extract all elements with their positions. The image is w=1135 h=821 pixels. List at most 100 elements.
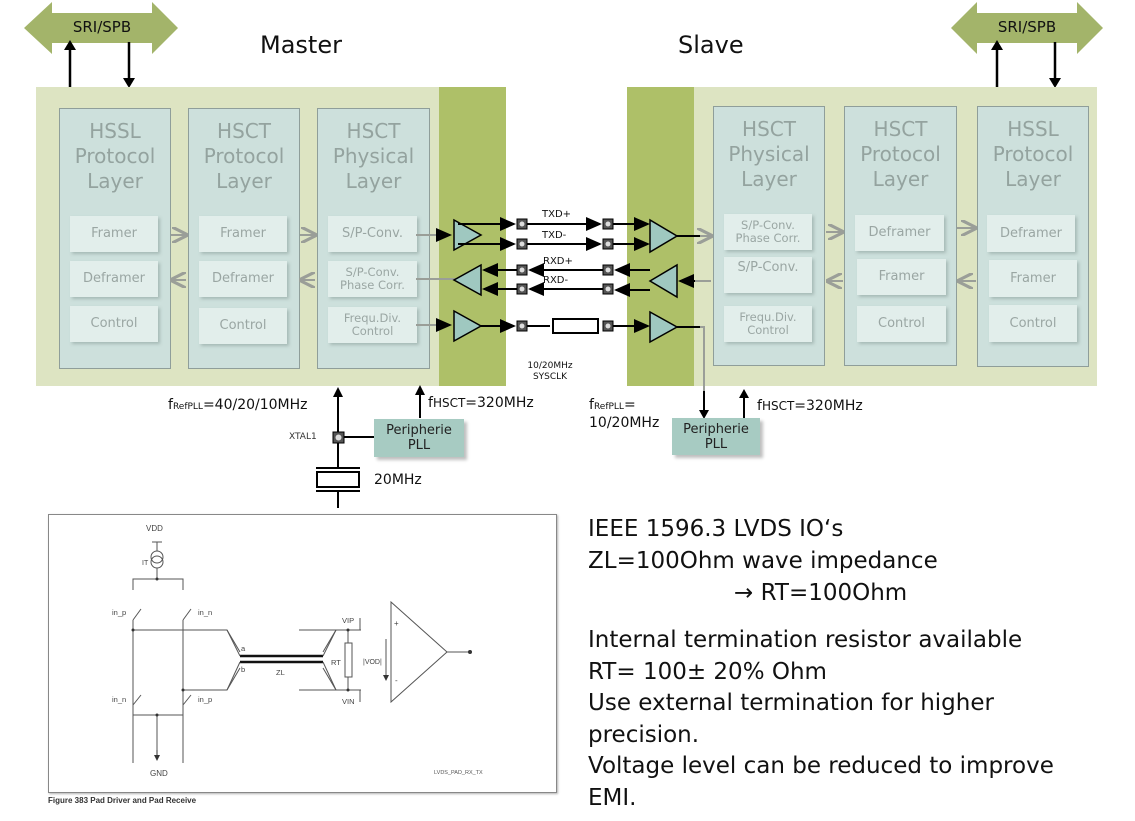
framer-block: Framer <box>199 216 287 252</box>
note-line: Voltage level can be reduced to improve <box>588 753 1054 779</box>
pad-icon <box>602 238 614 250</box>
clk-driver-master <box>453 309 483 343</box>
arrow-down-icon <box>383 675 389 681</box>
lvds-notes-2: Internal termination resistor available … <box>588 625 1054 814</box>
zl-label: ZL <box>276 668 285 677</box>
note-line: RT= 100± 20% Ohm <box>588 658 827 685</box>
vod-label: |VOD| <box>363 659 382 666</box>
deframer-block: Deframer <box>70 261 158 297</box>
framer-block: Framer <box>857 259 946 295</box>
plus-label: + <box>394 619 399 628</box>
note-line: Internal termination resistor available <box>588 627 1023 653</box>
signal-label-rxd-plus: RXD+ <box>543 256 573 267</box>
sp-conv-block: S/P-Conv. <box>724 257 812 293</box>
crystal-freq-label: 20MHz <box>374 472 422 488</box>
minus-label: - <box>395 676 398 685</box>
node-b-label: b <box>241 665 245 674</box>
signal-label-txd-minus: TXD- <box>542 230 567 241</box>
clk-receiver-slave <box>649 310 679 344</box>
pad-icon <box>516 264 528 276</box>
bus-arrow-right <box>951 2 1103 54</box>
sysclk-resistor <box>552 318 599 334</box>
pad-icon <box>602 283 614 295</box>
gnd-label: GND <box>150 769 168 778</box>
note-line: EMI. <box>588 784 637 811</box>
tx-receiver-slave <box>649 218 679 254</box>
master-clock-wiring <box>316 385 425 508</box>
arrow-up-icon <box>64 40 76 50</box>
sp-conv-phase-corr-block: S/P-Conv. Phase Corr. <box>328 261 417 297</box>
pad-icon <box>516 238 528 250</box>
pad-icon <box>516 320 528 332</box>
control-block: Control <box>199 308 287 344</box>
control-block: Control <box>989 305 1077 342</box>
arrow-down-icon <box>1049 78 1061 88</box>
switch-label: in_p <box>112 608 126 617</box>
deframer-block: Deframer <box>199 261 287 297</box>
slave-title: Slave <box>678 31 744 59</box>
pad-icon <box>516 218 528 230</box>
signal-wiring <box>0 217 1135 392</box>
crystal-icon <box>316 467 360 508</box>
lvds-notes: IEEE 1596.3 LVDS IO‘s ZL=100Ohm wave imp… <box>588 513 938 609</box>
vdd-label: VDD <box>146 524 163 533</box>
rx-receiver-master <box>452 263 482 297</box>
pad-icon <box>602 218 614 230</box>
note-line: → RT=100Ohm <box>734 580 908 606</box>
note-line: IEEE 1596.3 LVDS IO‘s <box>588 516 844 542</box>
arrow-down-icon <box>699 410 709 419</box>
arrow-up-icon <box>415 385 425 395</box>
pad-icon <box>516 283 528 295</box>
arrow-down-icon <box>123 78 135 88</box>
arrow-up-icon <box>991 40 1003 50</box>
tx-driver-master <box>453 218 483 252</box>
vip-label: VIP <box>342 616 354 625</box>
rt-label: RT <box>331 658 341 667</box>
deframer-block: Deframer <box>987 215 1075 252</box>
note-line: ZL=100Ohm wave impedance <box>588 548 938 574</box>
vin-label: VIN <box>342 697 355 706</box>
control-block: Control <box>70 306 158 342</box>
slave-clock-wiring <box>699 389 749 419</box>
node-a-label: a <box>241 644 246 653</box>
rx-driver-slave <box>648 263 678 299</box>
pad-icon <box>602 320 614 332</box>
xtal-pad-icon <box>332 431 345 444</box>
frequ-div-control-block: Frequ.Div. Control <box>724 306 812 342</box>
master-fref-label: fRefPLL=40/20/10MHz <box>168 397 308 413</box>
bus-arrows <box>24 2 1103 88</box>
bus-label-right: SRI/SPB <box>997 18 1057 36</box>
pad-icon <box>602 264 614 276</box>
switch-label: in_n <box>112 695 126 704</box>
slave-fhsct-label: fHSCT=320MHz <box>757 398 863 414</box>
lvds-circuit: VDD IT in_p in_n in_n in_p a b ZL VIP VI… <box>112 524 483 778</box>
figure-tag: LVDS_PAD_RX_TX <box>434 770 483 776</box>
xtal1-label: XTAL1 <box>289 432 317 442</box>
framer-block: Framer <box>70 216 158 252</box>
current-source-label: IT <box>142 560 149 567</box>
bus-label-left: SRI/SPB <box>72 18 132 36</box>
sp-conv-phase-corr-block: S/P-Conv. Phase Corr. <box>724 214 812 250</box>
bus-arrow-left <box>24 2 178 54</box>
arrow-up-icon <box>739 389 749 398</box>
master-fhsct-label: fHSCT=320MHz <box>428 395 534 411</box>
deframer-block: Deframer <box>855 215 944 251</box>
note-line: Use external termination for higher <box>588 690 994 716</box>
switch-label: in_n <box>198 608 212 617</box>
control-block: Control <box>857 306 946 342</box>
switch-label: in_p <box>198 695 212 704</box>
master-title: Master <box>260 31 342 59</box>
